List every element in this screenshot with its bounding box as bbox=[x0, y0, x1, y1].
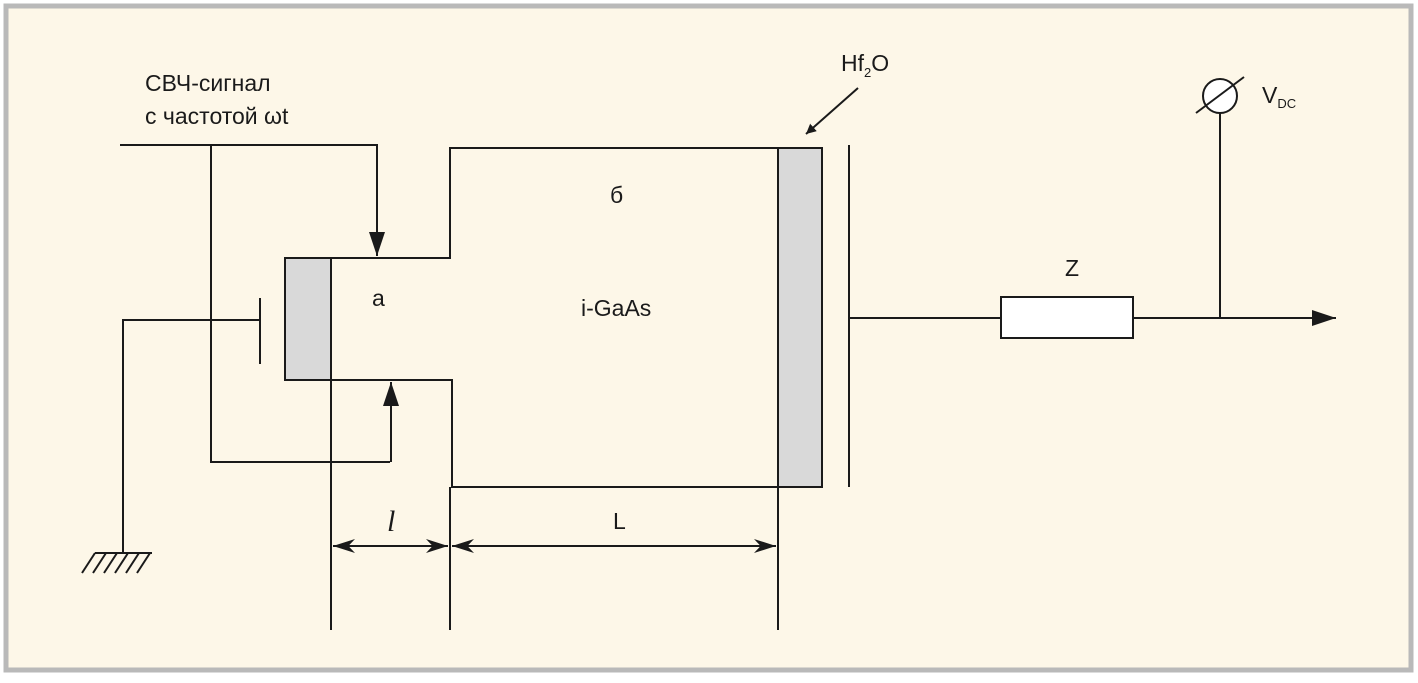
voltage-label-main: V bbox=[1262, 82, 1278, 108]
impedance-resistor bbox=[1000, 296, 1134, 339]
ground-icon bbox=[81, 552, 152, 574]
left-dielectric-layer bbox=[284, 257, 332, 381]
impedance-label: Z bbox=[1065, 255, 1079, 281]
length-big-label: L bbox=[613, 508, 626, 534]
oxide-label: Hf2O bbox=[841, 50, 889, 80]
ground-wire bbox=[122, 319, 260, 553]
signal-label-line2: с частотой ωt bbox=[145, 103, 289, 129]
voltage-label: VDC bbox=[1262, 82, 1296, 111]
signal-input-wire bbox=[120, 144, 385, 256]
voltmeter-icon bbox=[1195, 76, 1245, 114]
voltage-label-sub: DC bbox=[1277, 96, 1296, 111]
signal-label-line1: СВЧ-сигнал bbox=[145, 70, 271, 96]
oxide-label-main: Hf bbox=[841, 50, 865, 76]
material-label: i-GaAs bbox=[581, 295, 651, 321]
background-panel bbox=[3, 3, 1414, 673]
oxide-label-sub: 2 bbox=[864, 65, 871, 80]
region-a-label: а bbox=[372, 285, 385, 311]
hfo-dielectric-layer bbox=[777, 147, 823, 488]
length-small-label: l bbox=[387, 505, 395, 538]
oxide-label-end: O bbox=[871, 50, 889, 76]
region-b-label: б bbox=[610, 182, 623, 208]
hfo-pointer-arrow bbox=[805, 87, 859, 135]
